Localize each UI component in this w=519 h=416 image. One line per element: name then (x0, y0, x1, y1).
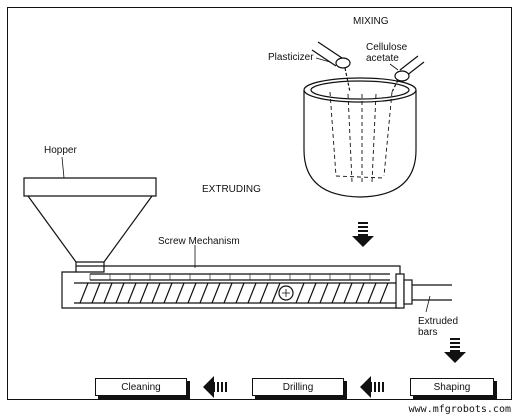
arrow-down-2 (444, 338, 466, 363)
arrow-down-1 (352, 222, 374, 247)
diagram-frame (7, 7, 512, 400)
acetate-label: acetate (366, 53, 399, 64)
bars-label: bars (418, 327, 438, 338)
arrow-left-2 (203, 376, 227, 398)
hopper-label: Hopper (44, 145, 77, 156)
arrow-left-1 (360, 376, 384, 398)
extruded-label: Extruded (418, 316, 459, 327)
flow-arrows (203, 222, 466, 398)
cellulose-acetate-pipe (391, 55, 425, 93)
mixing-label: MIXING (353, 16, 389, 27)
mixing-vat (303, 77, 417, 198)
extruder-barrel (61, 265, 452, 309)
watermark: www.mfgrobots.com (408, 404, 511, 415)
plasticizer-label: Plasticizer (268, 52, 314, 63)
plasticizer-pipe (311, 41, 351, 93)
hopper (23, 177, 157, 273)
cellulose-label: Cellulose (366, 42, 408, 53)
step-drilling: Drilling (252, 378, 344, 396)
extruding-label: EXTRUDING (202, 184, 261, 195)
step-shaping: Shaping (410, 378, 494, 396)
step-cleaning: Cleaning (95, 378, 187, 396)
screw-mechanism-label: Screw Mechanism (158, 236, 240, 247)
